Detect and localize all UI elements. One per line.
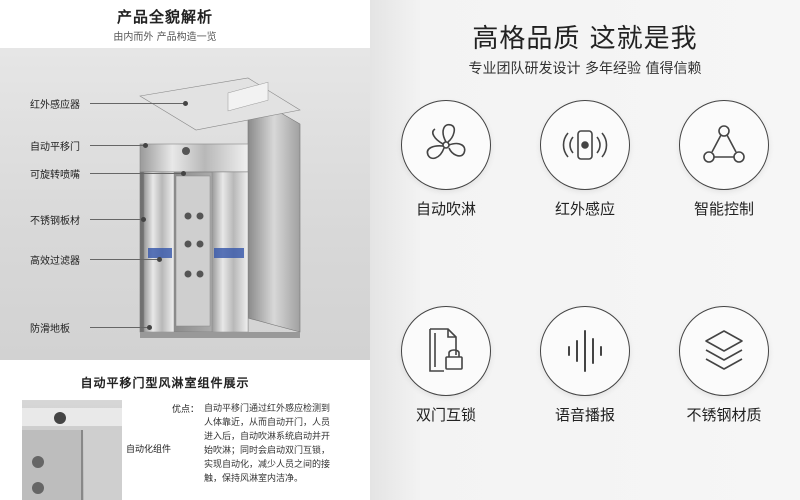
document-lock-icon <box>429 328 463 372</box>
callout-anti-slip-floor: 防滑地板 <box>30 324 70 335</box>
features-title: 高格品质 这就是我 <box>472 24 698 54</box>
overview-title: 产品全貌解析 <box>116 8 213 26</box>
features-panel: 高格品质 这就是我 专业团队研发设计 多年经验 值得信赖 自动吹淋 <box>370 0 800 500</box>
component-showcase-title: 自动平移门型风淋室组件展示 <box>80 376 250 390</box>
feature-smart-control: 智能控制 <box>669 100 779 219</box>
automation-component-label: 自动化组件 <box>126 445 172 455</box>
feature-label: 红外感应 <box>554 200 615 218</box>
feature-infrared-sensing: 红外感应 <box>530 100 640 219</box>
feature-auto-shower: 自动吹淋 <box>391 100 501 219</box>
layers-icon <box>705 330 743 370</box>
callout-leader <box>90 257 162 262</box>
air-shower-illustration <box>139 77 301 338</box>
feature-stainless-steel: 不锈钢材质 <box>669 306 779 425</box>
callout-leader <box>90 217 146 222</box>
feature-icon-circle <box>401 306 491 396</box>
feature-label: 双门互锁 <box>415 406 476 424</box>
advantage-description: 自动平移门通过红外感应检测到人体靠近，从而自动开门，人员进入后，自动吹淋系统启动… <box>204 404 331 484</box>
callout-leader <box>90 325 152 330</box>
callout-rotating-nozzle: 可旋转喷嘴 <box>30 170 80 181</box>
infrared-sensor-icon <box>562 130 608 160</box>
feature-icon-circle <box>401 100 491 190</box>
feature-icon-circle <box>679 306 769 396</box>
feature-icon-circle <box>540 306 630 396</box>
sound-wave-icon <box>568 330 602 372</box>
callout-hepa-filter: 高效过滤器 <box>30 256 80 267</box>
feature-label: 语音播报 <box>554 406 615 424</box>
feature-icon-circle <box>540 100 630 190</box>
product-overview-panel: 产品全貌解析 由内而外 产品构造一览 <box>0 0 370 500</box>
feature-label: 不锈钢材质 <box>686 406 762 424</box>
callout-stainless-panel: 不锈钢板材 <box>30 216 80 227</box>
callout-sliding-door: 自动平移门 <box>30 142 80 153</box>
network-nodes-icon <box>703 125 745 163</box>
features-subtitle: 专业团队研发设计 多年经验 值得信赖 <box>468 61 702 77</box>
overview-subtitle: 由内而外 产品构造一览 <box>113 32 217 43</box>
air-shower-image: 红外感应器 自动平移门 可旋转喷嘴 不锈钢板材 高效过滤器 防滑地板 <box>0 48 370 360</box>
fan-icon <box>426 123 466 160</box>
feature-voice-broadcast: 语音播报 <box>530 306 640 425</box>
feature-icon-circle <box>679 100 769 190</box>
callout-leader <box>90 171 186 176</box>
automation-component-photo <box>22 400 122 500</box>
advantage-heading: 优点： <box>172 405 200 415</box>
callout-infrared-sensor: 红外感应器 <box>30 100 80 111</box>
callout-leader <box>90 101 188 106</box>
feature-label: 自动吹淋 <box>415 200 476 218</box>
component-photo-illustration <box>22 408 122 500</box>
feature-double-door-interlock: 双门互锁 <box>391 306 501 425</box>
feature-label: 智能控制 <box>693 200 754 218</box>
callout-leader <box>90 143 148 148</box>
